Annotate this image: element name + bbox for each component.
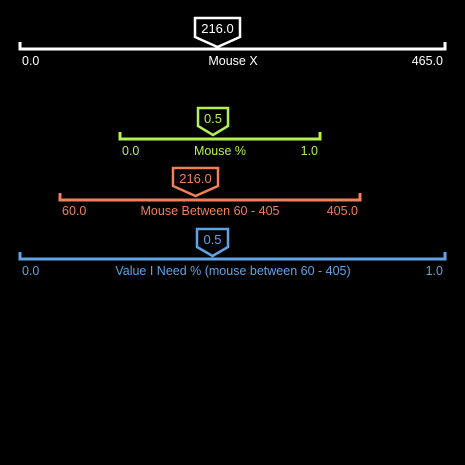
max-label: 1.0	[301, 144, 318, 158]
value-marker[interactable]	[195, 227, 230, 258]
min-label: 0.0	[22, 54, 39, 68]
max-label: 405.0	[327, 204, 358, 218]
slider-track	[58, 193, 362, 202]
slider-title: Mouse X	[208, 54, 258, 68]
slider-track	[18, 252, 447, 261]
min-label: 0.0	[22, 264, 39, 278]
slider-mouse-percent[interactable]: 0.5 0.0 Mouse % 1.0	[118, 106, 322, 158]
slider-value-needed[interactable]: 0.5 0.0 Value I Need % (mouse between 60…	[18, 227, 447, 278]
max-label: 465.0	[412, 54, 443, 68]
slider-title: Mouse Between 60 - 405	[141, 204, 280, 218]
value-marker[interactable]	[171, 166, 220, 198]
slider-track	[118, 132, 322, 141]
slider-mouse-between[interactable]: 216.0 60.0 Mouse Between 60 - 405 405.0	[58, 166, 362, 218]
slider-title: Value I Need % (mouse between 60 - 405)	[115, 264, 350, 278]
value-marker[interactable]	[193, 16, 242, 49]
slider-title: Mouse %	[194, 144, 246, 158]
value-marker[interactable]	[196, 106, 230, 137]
value-label: 0.5	[204, 111, 222, 126]
min-label: 0.0	[122, 144, 139, 158]
value-label: 216.0	[179, 171, 212, 186]
slider-track	[18, 42, 447, 51]
value-label: 0.5	[203, 232, 221, 247]
value-label: 216.0	[201, 21, 234, 36]
max-label: 1.0	[426, 264, 443, 278]
min-label: 60.0	[62, 204, 86, 218]
slider-mouse-x[interactable]: 216.0 0.0 Mouse X 465.0	[18, 16, 447, 68]
